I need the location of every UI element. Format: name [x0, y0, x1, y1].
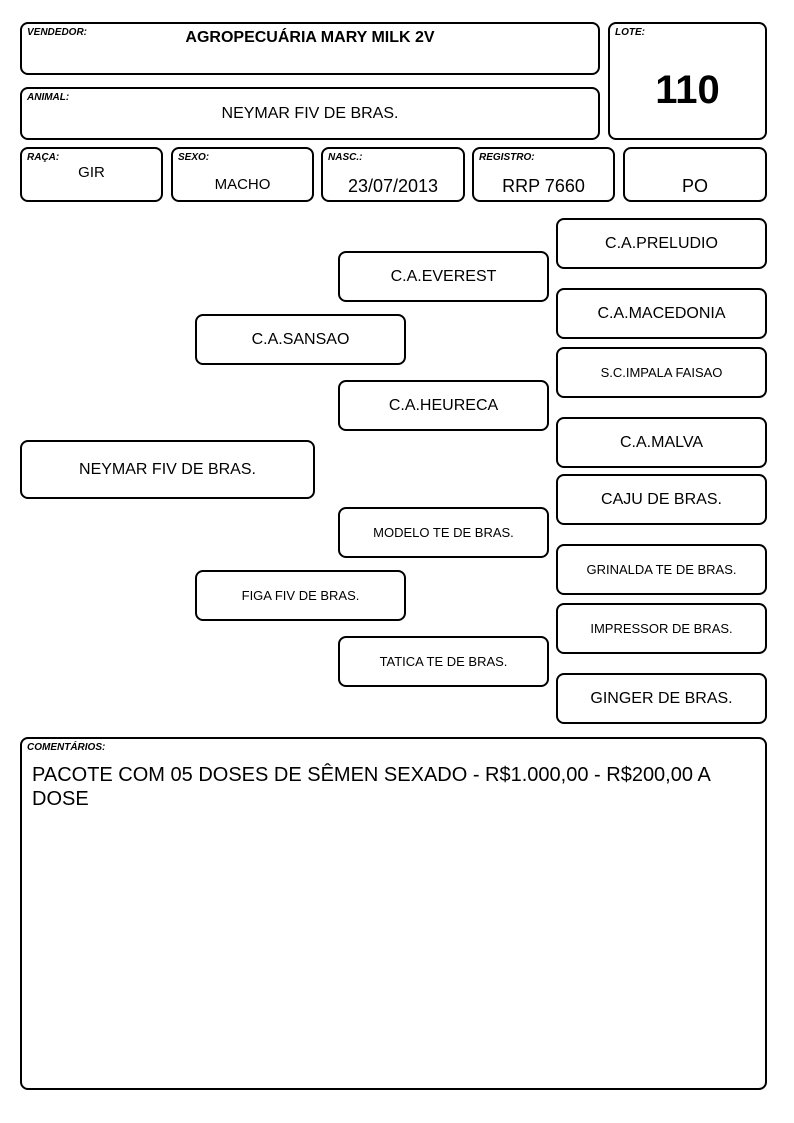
- pedigree-bisavo-4: C.A.MALVA: [556, 417, 767, 468]
- pedigree-bisavo-3: S.C.IMPALA FAISAO: [556, 347, 767, 398]
- sexo-value: MACHO: [214, 176, 271, 193]
- lote-box: LOTE: 110: [608, 22, 767, 140]
- animal-label: ANIMAL:: [27, 92, 70, 103]
- vendedor-label: VENDEDOR:: [27, 27, 88, 38]
- animal-value: NEYMAR FIV DE BRAS.: [221, 105, 399, 122]
- pedigree-bisavo-8: GINGER DE BRAS.: [556, 673, 767, 724]
- pedigree-bisavo-6: GRINALDA TE DE BRAS.: [556, 544, 767, 595]
- pedigree-avo-materno: MODELO TE DE BRAS.: [338, 507, 549, 558]
- registro-label: REGISTRO:: [479, 152, 535, 163]
- pedigree-animal: NEYMAR FIV DE BRAS.: [20, 440, 315, 499]
- sexo-box: SEXO: MACHO: [171, 147, 314, 202]
- comments-box: COMENTÁRIOS: PACOTE COM 05 DOSES DE SÊME…: [20, 737, 767, 1090]
- raca-box: RAÇA: GIR: [20, 147, 163, 202]
- lote-label: LOTE:: [615, 27, 645, 38]
- animal-box: ANIMAL: NEYMAR FIV DE BRAS.: [20, 87, 600, 140]
- raca-value: GIR: [78, 164, 105, 181]
- nasc-label: NASC.:: [328, 152, 363, 163]
- pedigree-bisavo-7: IMPRESSOR DE BRAS.: [556, 603, 767, 654]
- registro-box: REGISTRO: RRP 7660: [472, 147, 615, 202]
- nasc-box: NASC.: 23/07/2013: [321, 147, 465, 202]
- pedigree-bisavo-5: CAJU DE BRAS.: [556, 474, 767, 525]
- nasc-value: 23/07/2013: [347, 176, 439, 196]
- pedigree-bisavo-1: C.A.PRELUDIO: [556, 218, 767, 269]
- categoria-value: PO: [681, 176, 708, 196]
- pedigree-avo-paterno: C.A.EVEREST: [338, 251, 549, 302]
- comments-text: PACOTE COM 05 DOSES DE SÊMEN SEXADO - R$…: [32, 764, 710, 810]
- sexo-label: SEXO:: [178, 152, 210, 163]
- comments-label: COMENTÁRIOS:: [27, 742, 106, 753]
- vendedor-value: AGROPECUÁRIA MARY MILK 2V: [185, 29, 435, 46]
- categoria-box: PO: [623, 147, 767, 202]
- pedigree-bisavo-2: C.A.MACEDONIA: [556, 288, 767, 339]
- pedigree-pai: C.A.SANSAO: [195, 314, 406, 365]
- raca-label: RAÇA:: [27, 152, 60, 163]
- pedigree-avo-materna: TATICA TE DE BRAS.: [338, 636, 549, 687]
- vendedor-box: VENDEDOR: AGROPECUÁRIA MARY MILK 2V: [20, 22, 600, 75]
- pedigree-mae: FIGA FIV DE BRAS.: [195, 570, 406, 621]
- pedigree-avo-paterna: C.A.HEURECA: [338, 380, 549, 431]
- lote-value: 110: [655, 68, 720, 112]
- registro-value: RRP 7660: [502, 176, 585, 196]
